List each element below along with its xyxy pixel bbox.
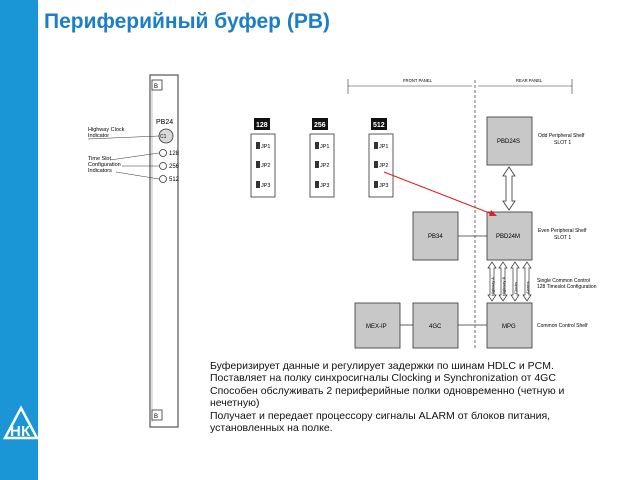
- shelf-link-arrow: [502, 166, 516, 211]
- jumper-group-512: 512 JP1 JP2 JP3: [368, 118, 394, 198]
- clock-indicator-label-2: Indicator: [88, 133, 109, 139]
- jumper-label: JP2: [379, 163, 388, 169]
- common-control-label: Common Control Shelf: [537, 323, 588, 329]
- card-name: PB24: [156, 119, 173, 126]
- odd-shelf-label-1: Odd Peripheral Shelf: [538, 133, 585, 139]
- svg-text:К: К: [21, 423, 31, 440]
- description-text: Буферизирует данные и регулирует задержк…: [210, 360, 595, 434]
- odd-shelf-label-2: SLOT 1: [554, 140, 571, 146]
- jumper-group-128: 128 JP1 JP2 JP3: [250, 118, 276, 198]
- jumper-label: JP1: [379, 144, 388, 150]
- even-shelf-label-1: Even Peripheral Shelf: [538, 228, 587, 234]
- bus-label: Highway A: [490, 277, 495, 296]
- 4gc-block: [412, 302, 459, 349]
- svg-text:MEX-IP: MEX-IP: [366, 324, 387, 330]
- pointer-arrow: [383, 171, 497, 216]
- led-512: [159, 175, 167, 183]
- pb34-block: [412, 211, 459, 261]
- svg-text:PBD24M: PBD24M: [496, 234, 520, 240]
- svg-text:C1: C1: [160, 134, 167, 140]
- svg-text:MPG: MPG: [502, 324, 516, 330]
- card-top-mark: B: [154, 84, 158, 90]
- even-shelf-label-2: SLOT 1: [554, 235, 571, 241]
- bus-label: Highway B: [501, 277, 506, 296]
- led-256: [159, 162, 167, 170]
- jumper-group-label: 128: [256, 122, 268, 129]
- jumper-label: JP1: [261, 144, 270, 150]
- single-control-label-1: Single Common Control: [537, 278, 590, 284]
- company-logo: Н К: [3, 405, 39, 440]
- led-128: [159, 149, 167, 157]
- description-line: Поставляет на полку синхросигналы Clocki…: [210, 372, 556, 385]
- jumper-label: JP2: [261, 163, 270, 169]
- bus-label: Clocks: [513, 282, 518, 294]
- led-label-128: 128: [169, 151, 180, 157]
- jumper-group-label: 512: [373, 122, 385, 129]
- description-line: Получает и передает процессору сигналы A…: [210, 409, 551, 435]
- svg-text:PB34: PB34: [428, 234, 443, 240]
- page-title: Периферийный буфер (PB): [44, 10, 330, 33]
- card-bottom-mark: B: [154, 414, 158, 420]
- timeslot-label-2: Configuration: [88, 162, 121, 168]
- jumper-group-label: 256: [314, 122, 326, 129]
- front-panel-label: FRONT PANEL: [403, 78, 433, 83]
- description-line: Способен обслуживать 2 периферийные полк…: [210, 384, 565, 410]
- svg-text:Н: Н: [10, 423, 21, 440]
- pbd24s-block: [486, 116, 533, 166]
- mex-ip-block: [354, 302, 401, 349]
- pb24-card: B B PB24 C1 128 256 512: [149, 74, 180, 428]
- description-line: Буферизирует данные и регулирует задержк…: [210, 360, 554, 372]
- mpg-block: [486, 302, 533, 349]
- shelf-diagram: FRONT PANEL REAR PANEL PBD24S PB34 PBD24…: [347, 78, 597, 350]
- svg-text:PBD24S: PBD24S: [497, 139, 520, 145]
- card-annotations: Highway Clock Indicator Time Slot Config…: [87, 127, 160, 180]
- bus-label: Alarms: [525, 282, 530, 294]
- timeslot-label-1: Time Slot: [88, 156, 111, 162]
- jumper-label: JP3: [320, 183, 329, 189]
- single-control-label-2: 128 Timeslot Configuration: [537, 284, 597, 290]
- led-label-256: 256: [169, 164, 180, 170]
- bus-arrows: Highway A Highway B Clocks Alarms: [487, 261, 532, 302]
- jumper-label: JP3: [261, 183, 270, 189]
- clock-indicator-label-1: Highway Clock: [88, 127, 125, 133]
- pbd24m-block: [486, 211, 533, 261]
- led-label-512: 512: [169, 177, 180, 183]
- jumper-label: JP3: [379, 183, 388, 189]
- left-accent-bar: [0, 0, 38, 480]
- timeslot-label-3: Indicators: [88, 168, 112, 174]
- jumper-group-256: 256 JP1 JP2 JP3: [309, 118, 335, 198]
- rear-panel-label: REAR PANEL: [516, 78, 543, 83]
- jumper-label: JP2: [320, 163, 329, 169]
- svg-text:4GC: 4GC: [429, 324, 442, 330]
- jumper-label: JP1: [320, 144, 329, 150]
